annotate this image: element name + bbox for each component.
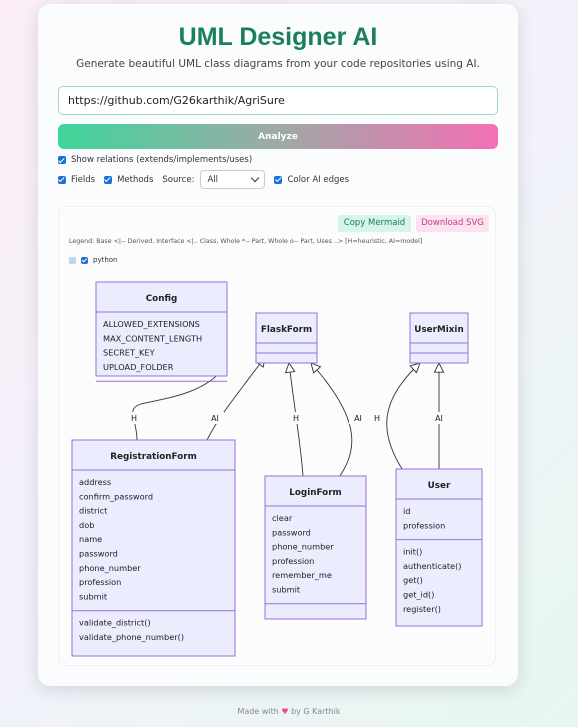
show-relations-checkbox[interactable] bbox=[58, 156, 66, 164]
class-field: dob bbox=[79, 520, 94, 530]
heart-icon: ♥ bbox=[281, 707, 289, 716]
class-box-outline bbox=[95, 281, 228, 377]
class-field: password bbox=[79, 549, 118, 559]
class-name: UserMixin bbox=[414, 325, 463, 335]
class-box: LoginForm clear password phone_numberprofes… bbox=[264, 475, 367, 620]
edge-label-bg bbox=[206, 412, 224, 424]
class-field: district bbox=[79, 506, 108, 516]
class-box-outline bbox=[71, 439, 236, 657]
class-box: FlaskForm bbox=[255, 312, 318, 364]
class-method: get_id() bbox=[403, 590, 434, 600]
class-method: register() bbox=[403, 604, 441, 614]
methods-label: Methods bbox=[117, 174, 154, 185]
copy-mermaid-button[interactable]: Copy Mermaid bbox=[338, 215, 411, 232]
show-relations-label: Show relations (extends/implements/uses) bbox=[71, 155, 253, 165]
class-method: validate_district() bbox=[79, 618, 151, 628]
class-field: id bbox=[403, 506, 410, 516]
class-name: Config bbox=[146, 294, 178, 304]
relations-option: Show relations (extends/implements/uses) bbox=[58, 155, 261, 165]
edge-label: AI bbox=[435, 414, 443, 423]
class-field: submit bbox=[79, 591, 108, 601]
class-field: UPLOAD_FOLDER bbox=[103, 362, 174, 372]
class-box: UserMixin bbox=[409, 312, 469, 364]
source-select[interactable]: All bbox=[200, 170, 266, 189]
edge-label-bg bbox=[290, 412, 302, 424]
class-box: RegistrationForm address confirm_passwordd… bbox=[71, 439, 236, 657]
class-field: clear bbox=[272, 513, 293, 523]
class-field: SECRET_KEY bbox=[103, 348, 156, 358]
page-title: UML Designer AI bbox=[178, 23, 378, 51]
fields-checkbox[interactable] bbox=[58, 175, 66, 184]
page-subtitle: Generate beautiful UML class diagrams fr… bbox=[76, 58, 480, 70]
source-label: Source: bbox=[162, 174, 195, 185]
display-options-row: Fields Methods Source: All Color AI edge… bbox=[58, 170, 358, 189]
class-field: name bbox=[79, 534, 102, 544]
class-field: ALLOWED_EXTENSIONS bbox=[103, 319, 200, 329]
class-field: profession bbox=[79, 577, 121, 587]
edge-label-bg bbox=[349, 412, 367, 424]
class-box-outline bbox=[395, 468, 483, 627]
legend-text: Legend: Base <|-- Derived, Interface <|.… bbox=[69, 238, 423, 245]
class-field: phone_number bbox=[79, 563, 141, 573]
class-box: User id profession init() authenticate() get(… bbox=[395, 468, 483, 627]
class-field: phone_number bbox=[272, 542, 334, 552]
language-color-swatch bbox=[69, 256, 76, 264]
edge-user_mixin_h bbox=[386, 363, 420, 470]
analyze-button[interactable]: Analyze bbox=[58, 124, 498, 149]
footer-suffix: by G Karthik bbox=[291, 707, 341, 716]
main-card: UML Designer AI Generate beautiful UML c… bbox=[38, 4, 518, 686]
chevron-down-icon bbox=[251, 173, 260, 183]
class-field: password bbox=[272, 527, 311, 537]
edge-label: H bbox=[374, 414, 380, 423]
class-name: RegistrationForm bbox=[110, 452, 197, 462]
class-method: init() bbox=[403, 547, 422, 557]
download-svg-button[interactable]: Download SVG bbox=[416, 215, 489, 232]
class-field: remember_me bbox=[272, 570, 332, 580]
class-field: profession bbox=[272, 556, 314, 566]
edge-label: H bbox=[293, 414, 299, 423]
edge-label-bg bbox=[371, 412, 383, 424]
fields-label: Fields bbox=[71, 174, 96, 185]
methods-checkbox[interactable] bbox=[104, 175, 113, 184]
class-method: get() bbox=[403, 575, 423, 585]
language-checkbox[interactable] bbox=[81, 256, 88, 264]
source-select-value: All bbox=[207, 174, 218, 185]
class-name: User bbox=[428, 481, 451, 491]
footer-prefix: Made with bbox=[237, 707, 279, 716]
class-box-outline bbox=[264, 475, 367, 620]
edge-label: H bbox=[131, 414, 137, 423]
class-method: validate_phone_number() bbox=[79, 632, 184, 642]
edge-reg_flask bbox=[206, 357, 265, 441]
color-ai-label: Color AI edges bbox=[287, 174, 350, 185]
relations-layer: H AI H AI H AI bbox=[128, 357, 448, 477]
class-field: MAX_CONTENT_LENGTH bbox=[103, 333, 202, 343]
edge-label: AI bbox=[354, 414, 362, 423]
footer: Made with ♥ by G Karthik bbox=[0, 707, 578, 716]
class-name: LoginForm bbox=[289, 488, 341, 498]
class-field: address bbox=[79, 477, 111, 487]
edge-login_flask_h bbox=[289, 363, 304, 477]
color-ai-checkbox[interactable] bbox=[274, 175, 283, 184]
edge-login_flask_ai bbox=[311, 363, 353, 477]
edge-label-bg bbox=[128, 412, 140, 424]
class-field: confirm_password bbox=[79, 491, 153, 501]
edge-label: AI bbox=[211, 414, 219, 423]
language-label: python bbox=[93, 256, 118, 264]
diagram-panel: Copy Mermaid Download SVG Legend: Base <… bbox=[58, 206, 496, 666]
class-method: authenticate() bbox=[403, 561, 461, 571]
language-filter: python bbox=[69, 256, 118, 264]
edge-label-bg bbox=[430, 412, 448, 424]
class-name: FlaskForm bbox=[261, 325, 312, 335]
class-box-outline bbox=[409, 312, 469, 364]
class-field: submit bbox=[272, 585, 301, 595]
class-field: profession bbox=[403, 520, 445, 530]
class-box-outline bbox=[255, 312, 318, 364]
repo-url-input[interactable] bbox=[58, 86, 498, 115]
